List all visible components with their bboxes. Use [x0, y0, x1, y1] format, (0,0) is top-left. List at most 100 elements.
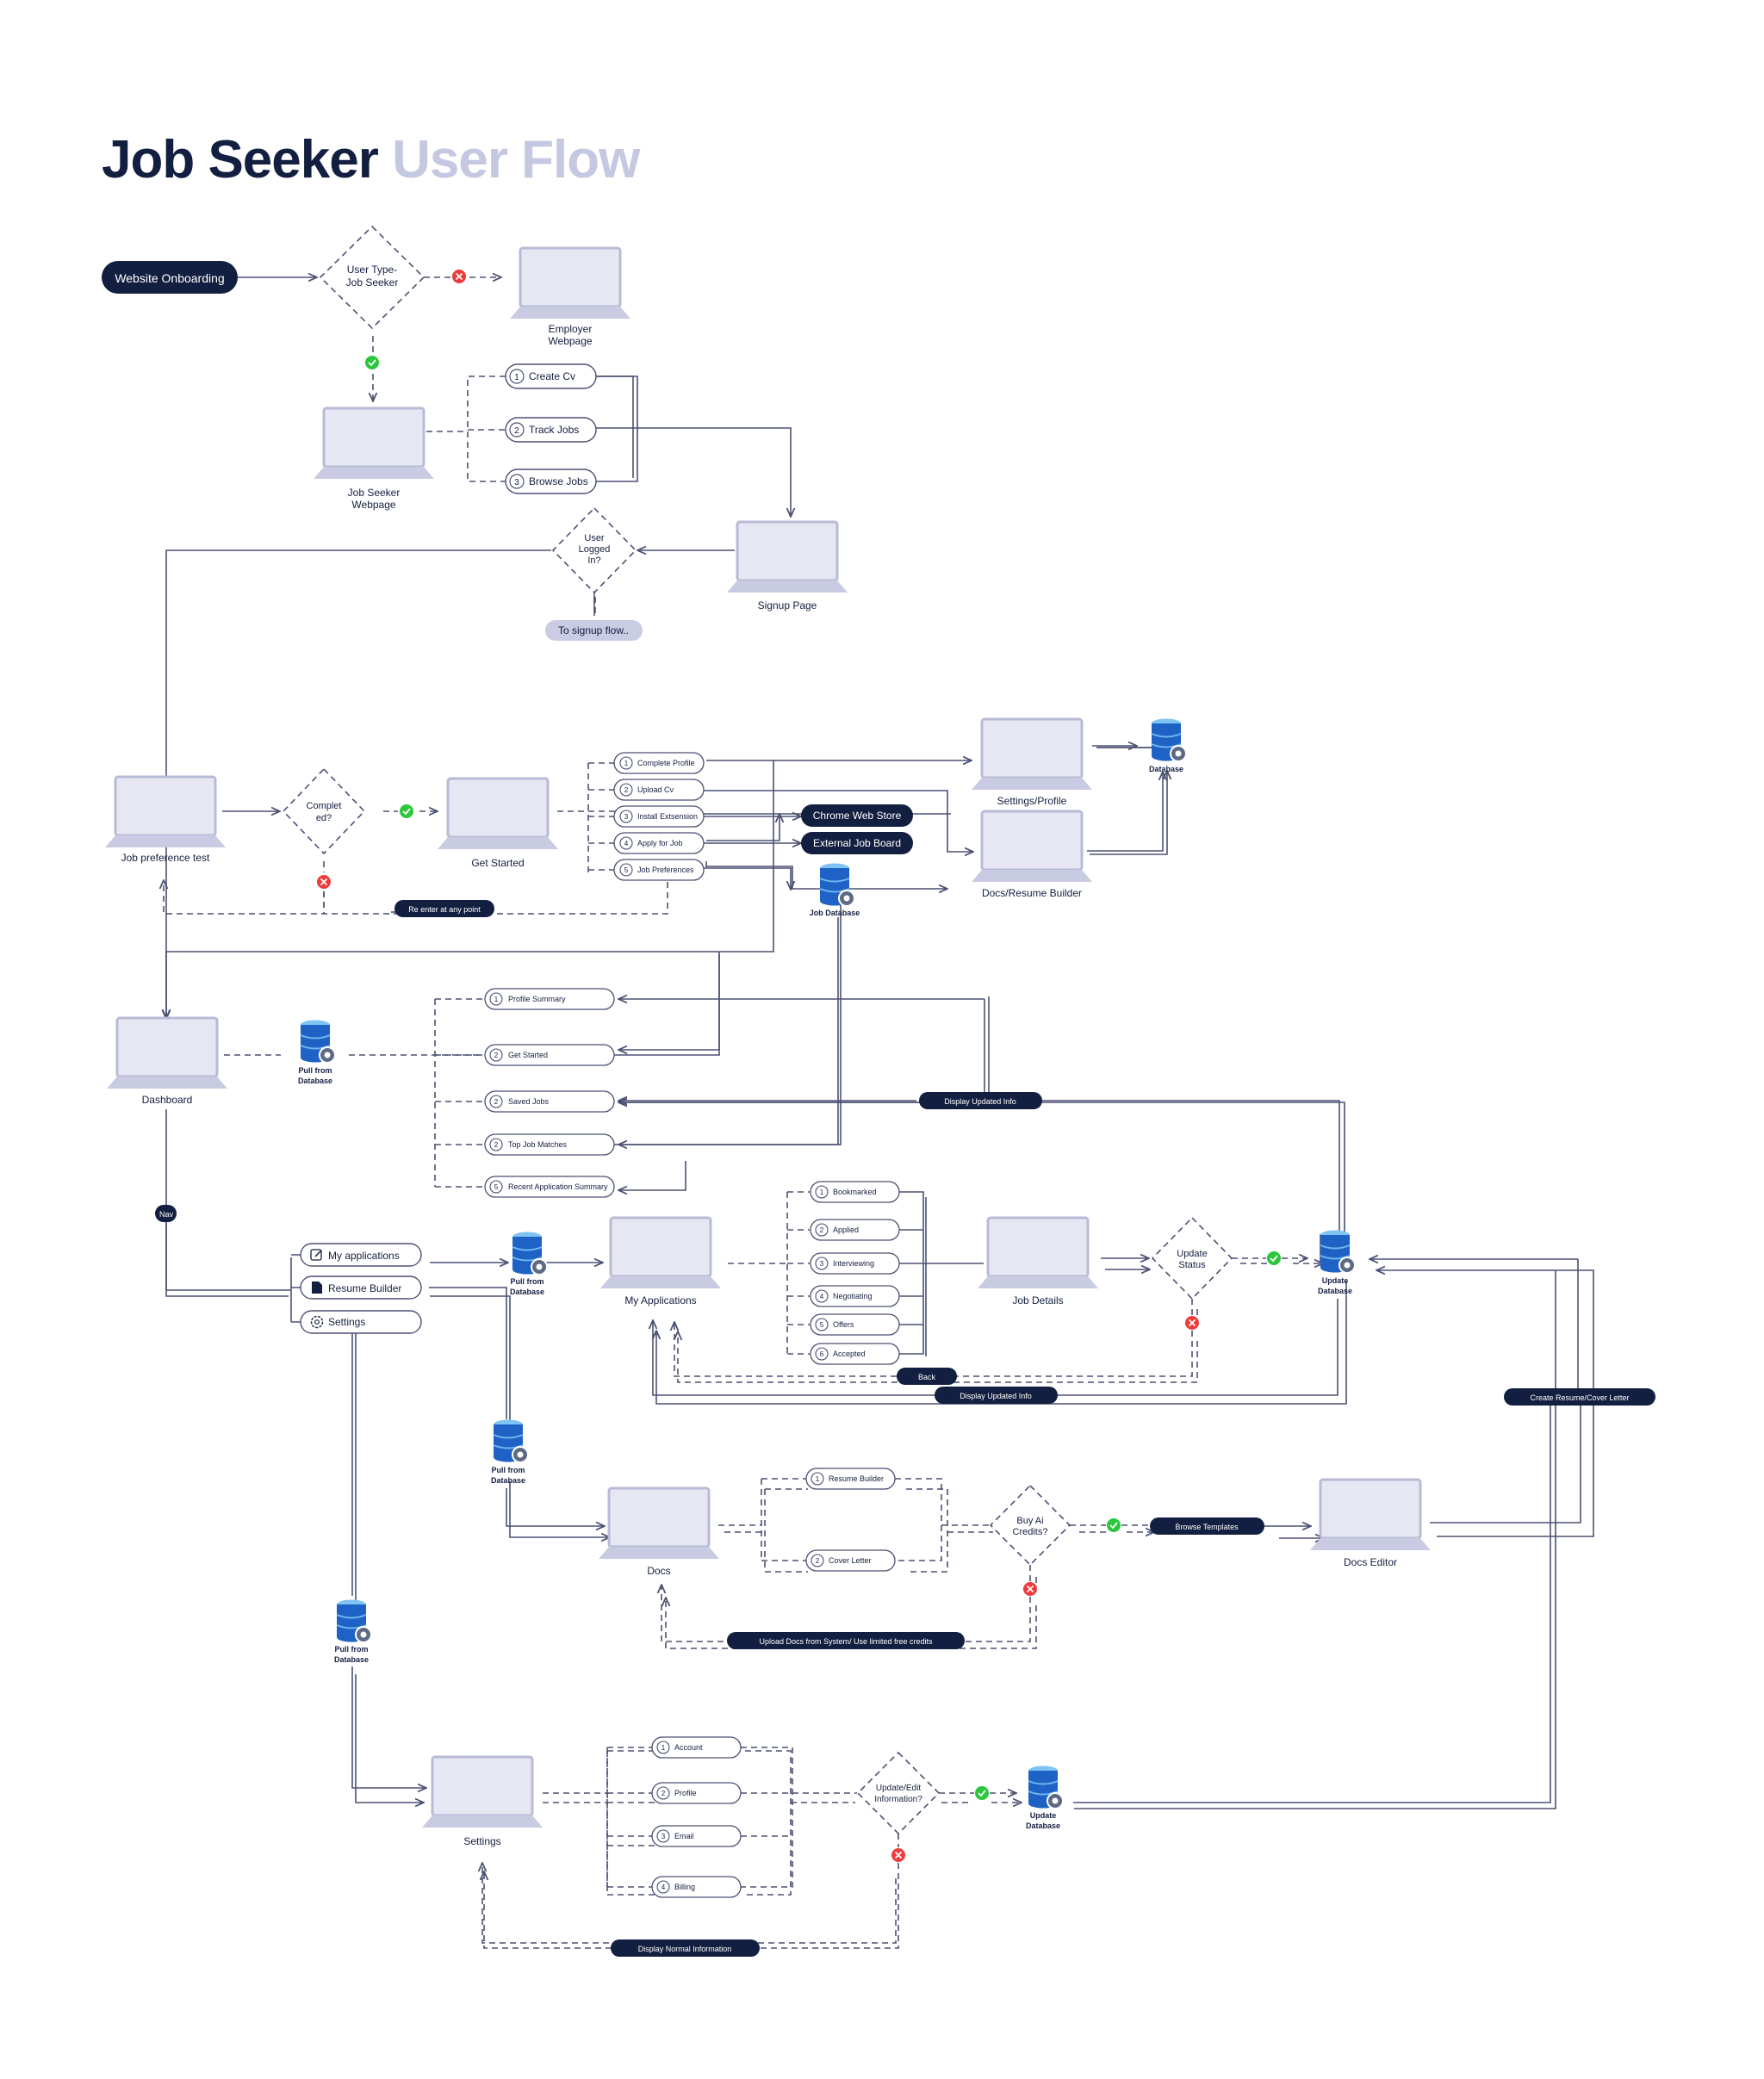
job-details-screen[interactable]: [976, 1216, 1100, 1290]
database-icon: [336, 1598, 372, 1643]
pull-line1: Pull from: [491, 1466, 525, 1474]
get-started-option-upload-cv[interactable]: 2 Upload Cv: [613, 779, 705, 801]
display-updated-info-pill[interactable]: Display Updated Info: [919, 1092, 1042, 1109]
status-offers[interactable]: 5 Offers: [810, 1313, 900, 1336]
dashboard-screen[interactable]: [105, 1016, 229, 1090]
option-label: Job Preferences: [637, 866, 694, 874]
settings-option-profile[interactable]: 2 Profile: [651, 1782, 742, 1804]
settings-screen[interactable]: [420, 1755, 544, 1829]
update-edit-line1: Update/Edit: [876, 1784, 921, 1793]
option-label: Track Jobs: [529, 424, 579, 436]
status-applied[interactable]: 2 Applied: [810, 1219, 900, 1241]
job-preference-test-screen[interactable]: [103, 775, 227, 849]
dashboard-option-get-started[interactable]: 2 Get Started: [484, 1044, 615, 1066]
success-icon: [975, 1786, 989, 1800]
get-started-screen[interactable]: [436, 777, 560, 851]
chrome-web-store-pill[interactable]: Chrome Web Store: [801, 804, 913, 827]
browse-templates-label: Browse Templates: [1175, 1523, 1239, 1531]
status-negotiating[interactable]: 4 Negotiating: [810, 1285, 900, 1307]
pull-line1: Pull from: [510, 1277, 543, 1286]
success-icon: [400, 804, 413, 818]
buy-ai-line1: Buy Ai: [1016, 1516, 1043, 1526]
nav-resume-builder[interactable]: Resume Builder: [300, 1275, 422, 1300]
job-database-label: Job Database: [810, 909, 860, 917]
option-number: 4: [662, 1884, 666, 1891]
external-job-board-pill[interactable]: External Job Board: [801, 832, 913, 854]
option-label: Get Started: [508, 1051, 548, 1059]
job-seeker-webpage-screen[interactable]: [312, 406, 436, 481]
option-label: Browse Jobs: [529, 475, 588, 487]
option-number: 4: [624, 840, 629, 847]
dashboard-option-saved-jobs[interactable]: 2 Saved Jobs: [484, 1090, 615, 1113]
re-enter-pill[interactable]: Re enter at any point: [394, 900, 494, 917]
get-started-option-job-preferences[interactable]: 5 Job Preferences: [613, 859, 705, 881]
create-resume-cover-pill[interactable]: Create Resume/Cover Letter: [1504, 1388, 1655, 1406]
option-label: Resume Builder: [829, 1474, 884, 1483]
success-icon: [365, 356, 379, 369]
status-links: [899, 1191, 984, 1355]
dashboard-option-profile-summary[interactable]: 1 Profile Summary: [484, 988, 615, 1010]
docs-resume-builder-screen[interactable]: [970, 810, 1094, 884]
error-icon: [891, 1848, 905, 1862]
home-option-browse-jobs[interactable]: 3 Browse Jobs: [505, 469, 597, 494]
my-applications-screen[interactable]: [599, 1216, 723, 1290]
display-updated-info-pill-2[interactable]: Display Updated Info: [935, 1387, 1058, 1404]
signup-page-label: Signup Page: [758, 599, 817, 611]
edit-icon: [310, 1249, 322, 1261]
database-icon: [300, 1019, 336, 1064]
employer-webpage-screen[interactable]: [508, 246, 632, 320]
success-icon: [1107, 1518, 1121, 1532]
get-started-option-install-extension[interactable]: 3 Install Extsension: [613, 805, 705, 828]
get-started-label: Get Started: [471, 857, 524, 869]
settings-option-email[interactable]: 3 Email: [651, 1825, 742, 1847]
job-preference-test-label: Job preference test: [121, 852, 210, 864]
option-label: Email: [674, 1832, 694, 1840]
home-option-track-jobs[interactable]: 2 Track Jobs: [505, 417, 597, 443]
job-database-icon: [819, 862, 855, 907]
user-type-line1: User Type-: [347, 264, 397, 276]
dashboard-label: Dashboard: [142, 1094, 193, 1106]
nav-branch-lines: [165, 1222, 292, 1322]
get-started-option-apply-for-job[interactable]: 4 Apply for Job: [613, 832, 705, 854]
settings-option-account[interactable]: 1 Account: [651, 1736, 742, 1759]
option-label: Cover Letter: [829, 1556, 872, 1565]
buy-ai-credits-decision: Buy Ai Credits?: [989, 1484, 1071, 1567]
error-icon: [452, 270, 466, 283]
status-interviewing[interactable]: 3 Interviewing: [810, 1252, 900, 1275]
option-number: 6: [820, 1350, 824, 1358]
signup-page-screen[interactable]: [725, 520, 849, 594]
settings-profile-label: Settings/Profile: [997, 795, 1067, 807]
dashboard-option-recent-application-summary[interactable]: 5 Recent Application Summary: [484, 1176, 615, 1198]
document-icon: [312, 1282, 322, 1294]
option-number: 2: [816, 1557, 820, 1565]
nav-my-applications[interactable]: My applications: [300, 1243, 422, 1267]
docs-option-cover-letter[interactable]: 2 Cover Letter: [805, 1549, 896, 1572]
settings-option-billing[interactable]: 4 Billing: [651, 1876, 742, 1898]
re-enter-label: Re enter at any point: [408, 905, 481, 914]
nav-pill[interactable]: Nav: [155, 1205, 177, 1222]
get-started-option-complete-profile[interactable]: 1 Complete Profile: [613, 752, 705, 774]
browse-templates-pill[interactable]: Browse Templates: [1150, 1517, 1264, 1535]
display-normal-info-pill[interactable]: Display Normal Information: [611, 1939, 760, 1957]
docs-screen[interactable]: [597, 1486, 721, 1561]
job-seeker-webpage-line1: Job Seeker: [348, 487, 401, 499]
user-type-line2: Job Seeker: [346, 276, 399, 289]
update-db-line2: Database: [1026, 1821, 1060, 1830]
status-bookmarked[interactable]: 1 Bookmarked: [810, 1181, 900, 1203]
logged-line2: Logged: [579, 544, 611, 555]
docs-option-resume-builder[interactable]: 1 Resume Builder: [805, 1468, 896, 1490]
option-label: Top Job Matches: [508, 1140, 568, 1149]
upload-docs-pill[interactable]: Upload Docs from System/ Use limited fre…: [727, 1632, 965, 1649]
update-db-line1: Update: [1322, 1276, 1349, 1285]
settings-profile-screen[interactable]: [970, 717, 1094, 791]
nav-settings[interactable]: Settings: [300, 1310, 422, 1334]
update-edit-info-decision: Update/Edit Information?: [856, 1751, 941, 1835]
home-option-create-cv[interactable]: 1 Create Cv: [505, 363, 597, 389]
website-onboarding-pill[interactable]: Website Onboarding: [102, 261, 238, 294]
back-pill[interactable]: Back: [897, 1368, 957, 1385]
option-number: 2: [494, 1098, 499, 1106]
dashboard-option-top-job-matches[interactable]: 2 Top Job Matches: [484, 1133, 615, 1156]
to-signup-flow-pill[interactable]: To signup flow..: [545, 620, 643, 641]
status-accepted[interactable]: 6 Accepted: [810, 1343, 900, 1365]
docs-editor-screen[interactable]: [1308, 1478, 1432, 1552]
